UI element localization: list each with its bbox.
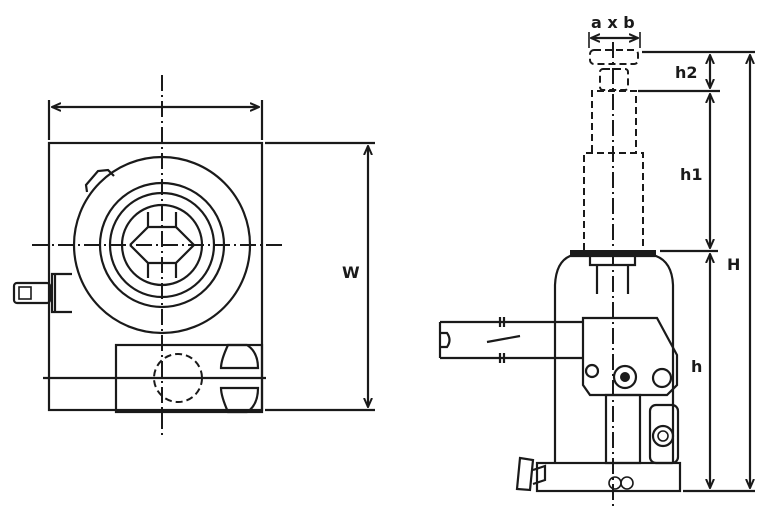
cap-size-label: a x b [591, 13, 635, 32]
h2-label: h2 [675, 63, 698, 82]
min-height-label: h [691, 357, 702, 376]
release-valve-screw [657, 430, 669, 442]
cylinder-ring [98, 181, 226, 309]
handle-socket [219, 343, 260, 414]
saddle-grip-pattern [129, 212, 195, 278]
ram-ring [108, 191, 216, 299]
top-view: W [12, 75, 375, 436]
release-valve-knob [12, 281, 52, 305]
width-label: W [342, 263, 360, 282]
jack-base [535, 461, 682, 493]
release-valve-bracket [50, 272, 72, 314]
handle-break-mark [486, 317, 521, 363]
ram-collar [588, 256, 637, 294]
release-knob-side [515, 456, 547, 492]
cylinder-outer-circle [72, 155, 252, 335]
pump-pivot-center [620, 372, 630, 382]
h1-label: h1 [680, 165, 703, 184]
saddle-circle [120, 203, 204, 287]
cylinder-body [553, 254, 675, 463]
pump-block-side [581, 316, 679, 397]
base-plug [608, 476, 622, 490]
pump-pivot [612, 364, 638, 390]
release-valve-knob-inner [18, 286, 32, 300]
side-view: a x b h2 h1 H [438, 13, 755, 510]
total-height-label: H [727, 255, 740, 274]
pivot-pin [584, 363, 600, 379]
top-plate [570, 250, 656, 255]
base-plug [620, 476, 634, 490]
base-outline [47, 141, 264, 412]
link-pin [651, 367, 673, 389]
filler-tab [84, 168, 115, 193]
pump-handle [438, 320, 583, 360]
ram-stage-1-extended [591, 90, 637, 152]
pump-cylinder [604, 393, 642, 465]
release-valve-nut [651, 424, 675, 448]
